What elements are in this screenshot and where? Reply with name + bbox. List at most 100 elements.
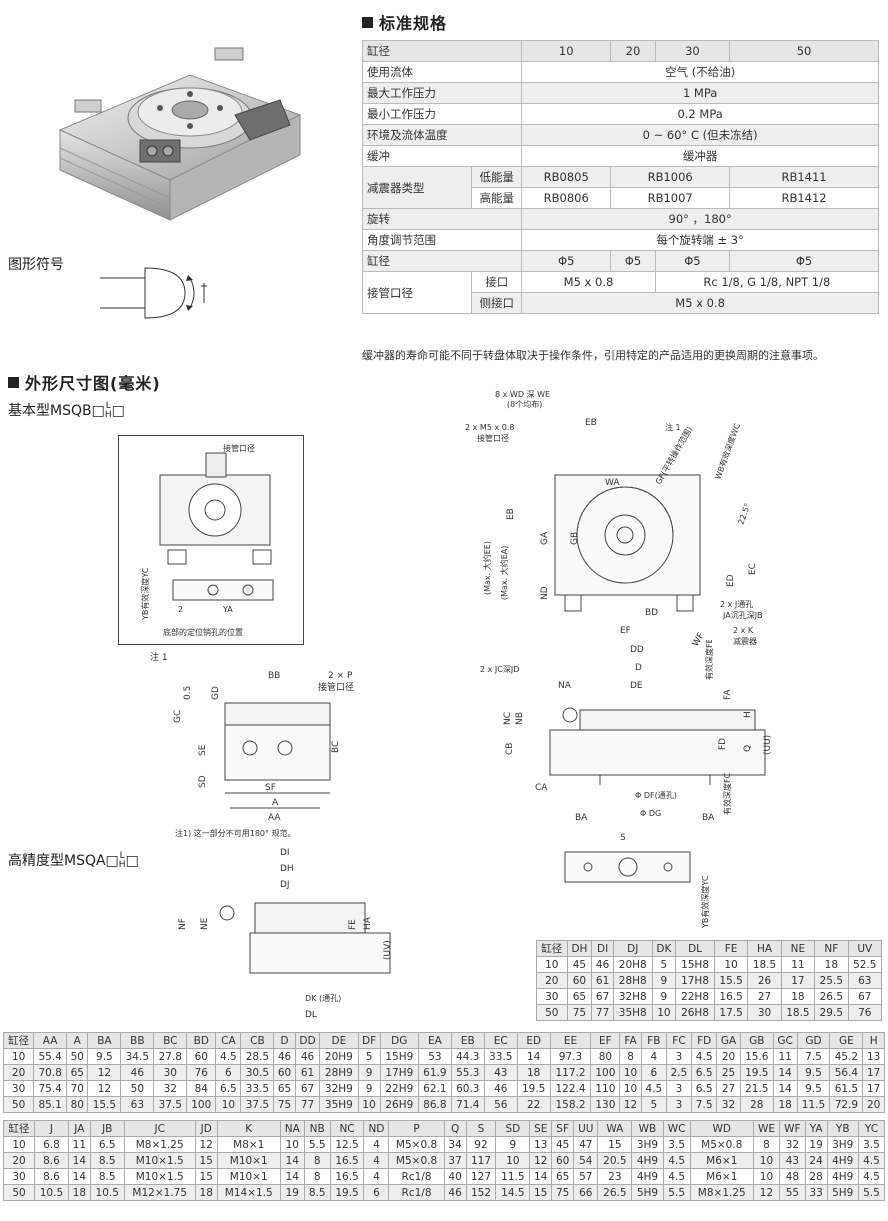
table-header-cell: BD <box>186 1032 217 1049</box>
table-header-cell: DL <box>675 940 715 957</box>
table-cell: 6.5 <box>215 1080 242 1097</box>
table-header-cell: A <box>66 1032 89 1049</box>
table-header-cell: WA <box>597 1120 633 1137</box>
table-cell: 12 <box>752 1184 781 1201</box>
table-cell: 6 <box>215 1064 242 1081</box>
dim-bc: BC <box>331 741 341 753</box>
table-cell: 80 <box>590 1048 621 1065</box>
table-cell: 17.5 <box>713 1004 749 1021</box>
table-cell: 30 <box>2 1168 36 1185</box>
table-header-cell: BA <box>87 1032 122 1049</box>
dim-bd: BD <box>645 608 658 618</box>
table-header-cell: NA <box>279 1120 305 1137</box>
table-cell: 4.5 <box>640 1080 667 1097</box>
table-header-cell: GC <box>772 1032 798 1049</box>
table-cell: 8.5 <box>303 1184 331 1201</box>
table-cell: 8.6 <box>34 1152 69 1169</box>
table-cell: 27 <box>747 988 782 1005</box>
table-cell: 6.5 <box>89 1136 125 1153</box>
table-cell: 28.5 <box>240 1048 275 1065</box>
table-cell: 3.5 <box>662 1136 691 1153</box>
table-cell: 10 <box>215 1096 242 1113</box>
spec-row-value: 0 ~ 60° C (但未冻结) <box>521 124 879 146</box>
section-marker <box>8 377 19 388</box>
table-cell: 84 <box>186 1080 217 1097</box>
dim-se: SE <box>198 744 208 756</box>
table-header-cell: DH <box>566 940 593 957</box>
table-cell: 9.5 <box>87 1048 122 1065</box>
table-cell: 4 <box>640 1048 667 1065</box>
table-cell: 77 <box>591 1004 614 1021</box>
table-cell: Rc1/8 <box>388 1168 445 1185</box>
table-cell: 52.5 <box>847 956 883 973</box>
spec-title: 标准规格 <box>362 10 447 34</box>
table-cell: 3 <box>665 1080 693 1097</box>
table-cell: 63 <box>120 1096 155 1113</box>
dim-bb: BB <box>268 671 280 681</box>
table-cell: 5H9 <box>631 1184 664 1201</box>
drawing-top-view: 接管口径 YB有效深度YC 2 YA 底部的定位销孔的位置 <box>118 435 304 645</box>
table-cell: 20.5 <box>597 1152 633 1169</box>
table-cell: 13 <box>529 1136 553 1153</box>
spec-sub-label: 低能量 <box>471 166 523 188</box>
table-cell: 9 <box>357 1080 381 1097</box>
table-cell: 14 <box>516 1048 551 1065</box>
table-cell: 46 <box>120 1064 155 1081</box>
table-cell: 33 <box>804 1184 828 1201</box>
table-header-cell: WD <box>689 1120 754 1137</box>
table-cell: 20H8 <box>612 956 653 973</box>
table-cell: 32H8 <box>612 988 653 1005</box>
table-cell: 32 <box>779 1136 806 1153</box>
spec-header-cell: 20 <box>610 40 656 62</box>
table-cell: 19 <box>804 1136 828 1153</box>
spec-row-value: RB1411 <box>729 166 879 188</box>
table-cell: 14 <box>67 1152 91 1169</box>
label-dg: Φ DG <box>640 809 661 818</box>
table-header-cell: NB <box>303 1120 331 1137</box>
spec-row-value: Φ5 <box>521 250 612 272</box>
dim-05: 0.5 <box>183 686 193 700</box>
table-cell: 30 <box>536 988 568 1005</box>
table-cell: 4.5 <box>857 1152 886 1169</box>
table-cell: 30 <box>747 1004 782 1021</box>
spec-row-value: 缓冲器 <box>521 145 879 167</box>
table-cell: 8.5 <box>89 1152 125 1169</box>
table-cell: 18 <box>67 1184 91 1201</box>
table-header-cell: EA <box>417 1032 452 1049</box>
dim-ef: EF <box>620 626 631 636</box>
table-cell: M6×1 <box>689 1152 754 1169</box>
table-cell: 130 <box>590 1096 621 1113</box>
label-fc-depth: 有效深度FC <box>722 772 732 815</box>
table-cell: 75.4 <box>33 1080 68 1097</box>
table-cell: 16.5 <box>713 988 749 1005</box>
table-cell: 80 <box>66 1096 89 1113</box>
table-cell: 33.5 <box>240 1080 275 1097</box>
table-header-cell: BB <box>120 1032 155 1049</box>
table-cell: 4 <box>363 1136 390 1153</box>
table-cell: 4.5 <box>691 1048 718 1065</box>
table-cell: 15.6 <box>739 1048 774 1065</box>
table-header-cell: GE <box>829 1032 864 1049</box>
dim-q: Q <box>743 745 753 752</box>
table-cell: 29.5 <box>814 1004 849 1021</box>
table-cell: 22H8 <box>675 988 715 1005</box>
table-cell: 65 <box>66 1064 89 1081</box>
label-note-text: 注1) 这一部分不可用180° 规范。 <box>175 828 296 838</box>
table-cell: 57 <box>573 1168 599 1185</box>
table-header-cell: EB <box>450 1032 485 1049</box>
dim-eb: EB <box>506 508 516 520</box>
table-cell: 10 <box>536 956 568 973</box>
table-header-cell: EC <box>483 1032 518 1049</box>
table-header-cell: NC <box>329 1120 365 1137</box>
table-cell: 18 <box>772 1096 798 1113</box>
table-cell: 46 <box>273 1048 296 1065</box>
table-cell: 5 <box>651 956 677 973</box>
table-cell: 7.5 <box>796 1048 831 1065</box>
table-cell: M5×0.8 <box>689 1136 754 1153</box>
table-cell: 5.5 <box>662 1184 691 1201</box>
suffix-l-2: L <box>119 851 125 861</box>
table-cell: 34.5 <box>120 1048 155 1065</box>
